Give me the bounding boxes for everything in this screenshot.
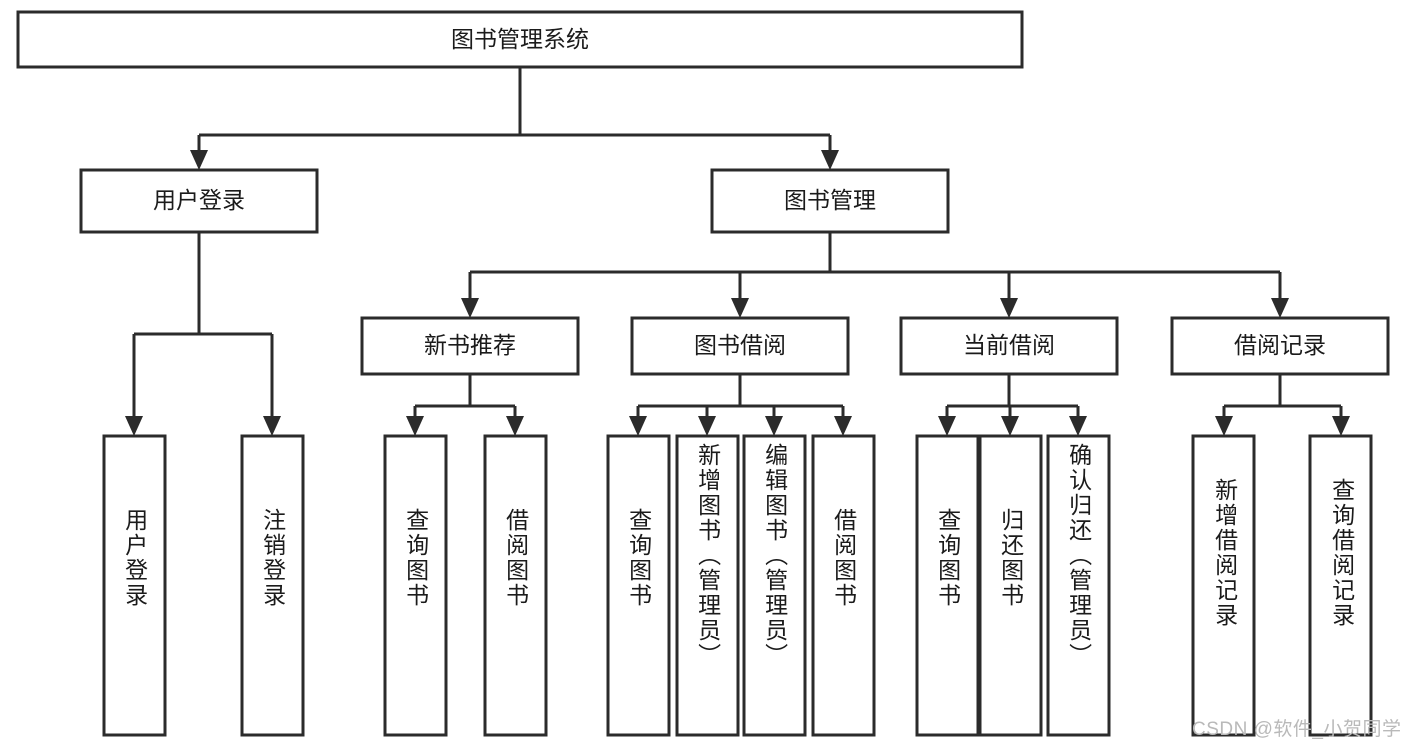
arrowhead-nb-borrow-book [506, 416, 524, 436]
arrowhead-borrow-record [1271, 298, 1289, 318]
node-book-borrow-label: 图书借阅 [694, 332, 786, 358]
leaf-bb-add-book-box[interactable] [675, 434, 740, 737]
node-current-borrow-box[interactable] [899, 316, 1119, 376]
arrowhead-book-borrow [731, 298, 749, 318]
node-layer: 图书管理系统 用户登录 图书管理 新书推荐 图书借阅 当前借阅 借阅记录 [16, 10, 1390, 737]
arrowhead-new-book [461, 298, 479, 318]
leaf-logout-box[interactable] [240, 434, 305, 737]
csdn-watermark: CSDN @软件_小贺同学 [1192, 719, 1402, 740]
arrowhead-leaf-user-login [125, 416, 143, 436]
arrowhead-bb-add-book [698, 416, 716, 436]
arrowhead-cb-return-book [1001, 416, 1019, 436]
leaf-nb-borrow-book-box[interactable] [483, 434, 548, 737]
leaf-br-query-record-box[interactable] [1308, 434, 1373, 737]
node-current-borrow-label: 当前借阅 [963, 332, 1055, 358]
connector-layer [125, 67, 1350, 436]
leaf-nb-query-book-box[interactable] [383, 434, 448, 737]
arrowhead-br-add-record [1215, 416, 1233, 436]
leaf-cb-query-book-box[interactable] [915, 434, 980, 737]
arrowhead-leaf-logout [263, 416, 281, 436]
leaf-br-add-record-box[interactable] [1191, 434, 1256, 737]
arrowhead-br-query-record [1332, 416, 1350, 436]
leaf-cb-return-book-box[interactable] [978, 434, 1043, 737]
leaf-bb-borrow-book-box[interactable] [811, 434, 876, 737]
node-new-book-label: 新书推荐 [424, 332, 516, 358]
arrowhead-book-manage [821, 150, 839, 170]
node-borrow-record-box[interactable] [1170, 316, 1390, 376]
arrowhead-user-login [190, 150, 208, 170]
arrowhead-nb-query-book [406, 416, 424, 436]
node-root-label: 图书管理系统 [451, 26, 589, 52]
arrowhead-bb-edit-book [765, 416, 783, 436]
arrowhead-current-borrow [1000, 298, 1018, 318]
arrowhead-bb-query-book [629, 416, 647, 436]
arrowhead-cb-query-book [938, 416, 956, 436]
node-book-manage-box[interactable] [710, 168, 950, 234]
arrowhead-cb-confirm-return [1069, 416, 1087, 436]
leaf-cb-confirm-return-box[interactable] [1046, 434, 1111, 737]
leaf-bb-edit-book-box[interactable] [742, 434, 807, 737]
node-new-book-box[interactable] [360, 316, 580, 376]
node-borrow-record-label: 借阅记录 [1234, 332, 1326, 358]
leaf-user-login-box[interactable] [102, 434, 167, 737]
leaf-bb-query-book-box[interactable] [606, 434, 671, 737]
node-root-box[interactable] [16, 10, 1024, 69]
node-user-login-box[interactable] [79, 168, 319, 234]
node-user-login-label: 用户登录 [153, 187, 245, 213]
arrowhead-bb-borrow-book [834, 416, 852, 436]
node-book-borrow-box[interactable] [630, 316, 850, 376]
node-book-manage-label: 图书管理 [784, 187, 876, 213]
